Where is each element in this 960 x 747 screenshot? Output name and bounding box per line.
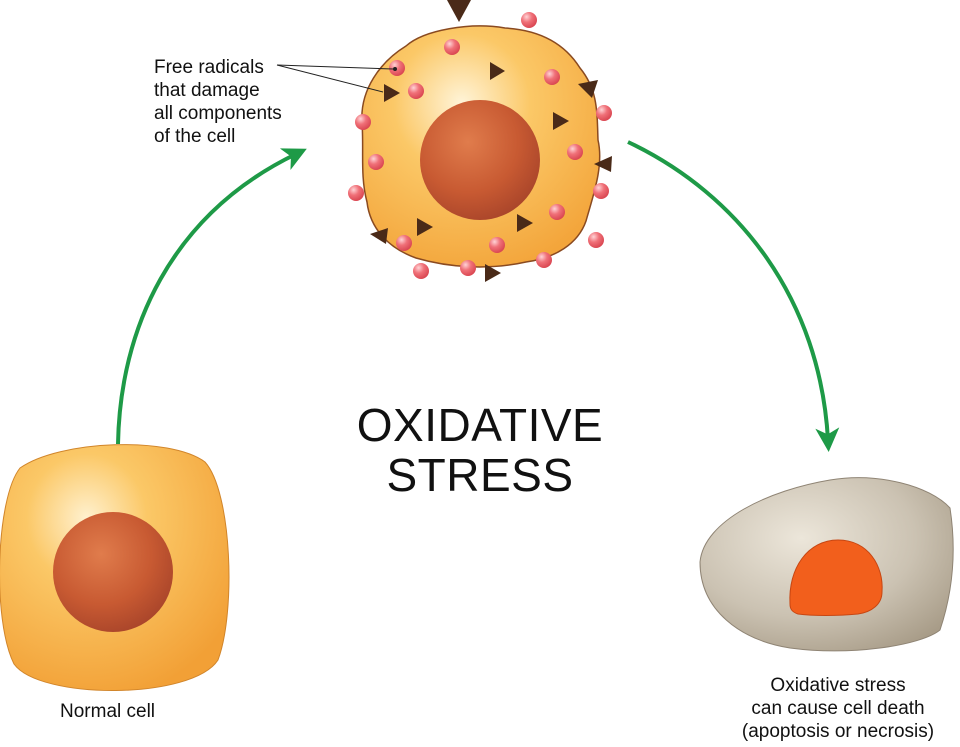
radical-dot	[521, 12, 537, 28]
cell-death-label-line: can cause cell death	[751, 698, 925, 719]
radical-triangle	[370, 228, 388, 244]
diagram-title-line-1: OXIDATIVE	[356, 399, 604, 451]
radical-dot	[444, 39, 460, 55]
radical-dot	[396, 235, 412, 251]
diagram-title-line-2: STRESS	[386, 449, 574, 501]
radical-dot	[567, 144, 583, 160]
cell-death-label: Oxidative stress can cause cell death (a…	[720, 674, 956, 743]
radical-triangle	[447, 0, 471, 22]
radical-dot	[593, 183, 609, 199]
radical-dot	[413, 263, 429, 279]
radical-triangle	[490, 62, 505, 80]
free-radicals-label-line: all components	[154, 103, 282, 124]
radical-triangle	[417, 218, 433, 236]
radical-dot	[348, 185, 364, 201]
arrow-normal-to-damaged	[116, 148, 307, 445]
radical-dot	[544, 69, 560, 85]
label-leader-lines	[276, 64, 397, 93]
free-radical-triangles	[370, 0, 612, 282]
radical-dot	[588, 232, 604, 248]
radical-triangle	[553, 112, 569, 130]
normal-cell	[0, 444, 230, 691]
radical-dot	[536, 252, 552, 268]
radical-triangle	[578, 80, 598, 98]
normal-cell-label: Normal cell	[60, 701, 156, 722]
radical-triangle	[485, 264, 501, 282]
cell-death-label-line: (apoptosis or necrosis)	[741, 721, 935, 742]
radical-dot	[596, 105, 612, 121]
radical-dot	[408, 83, 424, 99]
radical-dot	[355, 114, 371, 130]
leader-line	[276, 64, 394, 70]
radical-triangle	[517, 214, 533, 232]
free-radicals-label: Free radicals that damage all components…	[154, 56, 314, 148]
cell-death-label-line: Oxidative stress	[770, 675, 906, 696]
leader-line	[276, 64, 384, 93]
dead-cell-nucleus	[789, 539, 883, 616]
free-radical-dots	[348, 12, 612, 279]
normal-cell-nucleus	[53, 512, 173, 632]
free-radicals-label-line: Free radicals	[154, 57, 264, 78]
radical-triangle	[594, 156, 612, 172]
radical-triangle	[384, 84, 400, 102]
dead-cell	[699, 477, 954, 652]
free-radicals-label-line: of the cell	[154, 126, 236, 147]
radical-dot	[549, 204, 565, 220]
leader-dot	[393, 67, 397, 71]
free-radicals-label-line: that damage	[154, 80, 260, 101]
arrow-damaged-to-dead	[627, 140, 840, 452]
radical-dot	[368, 154, 384, 170]
radical-dot	[460, 260, 476, 276]
radical-dot	[489, 237, 505, 253]
damaged-cell-nucleus	[420, 100, 540, 220]
radical-dot	[389, 60, 405, 76]
